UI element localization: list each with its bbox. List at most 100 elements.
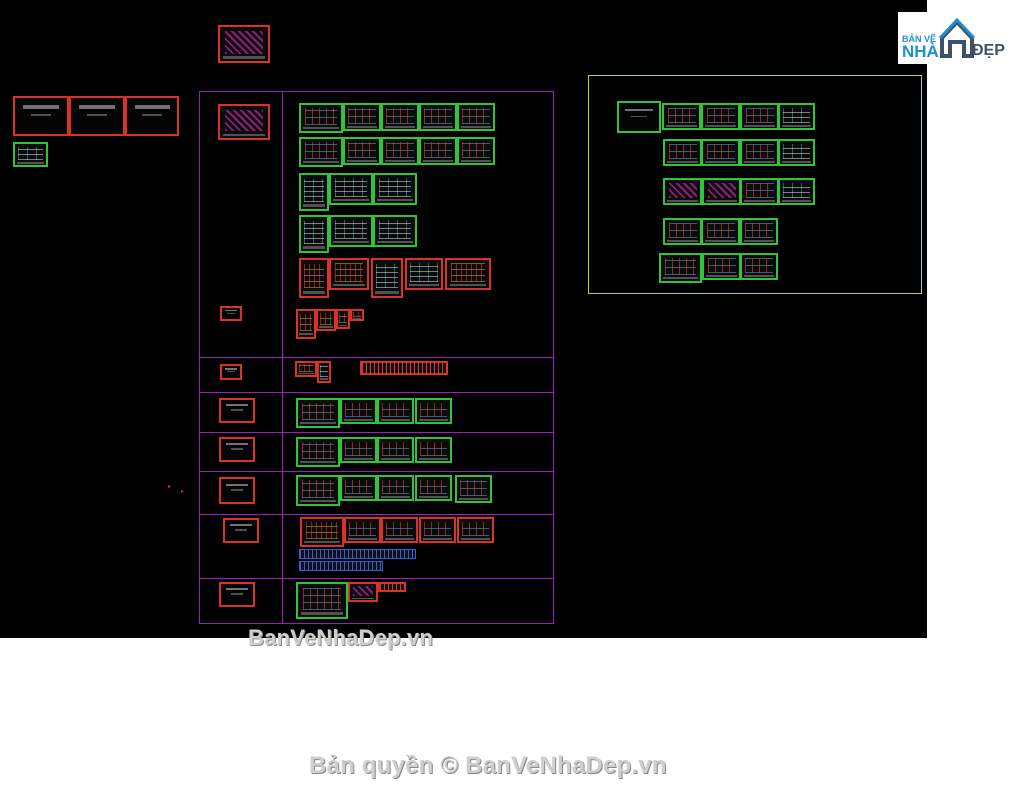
drawing-group-secondary (588, 75, 922, 294)
drawing-sheet[interactable] (663, 139, 702, 166)
drawing-sheet[interactable] (329, 258, 369, 290)
section-label-sheet[interactable] (219, 582, 255, 607)
cad-model-space[interactable]: ▸ ▸ (0, 0, 927, 638)
drawing-sheet[interactable] (373, 173, 417, 205)
drawing-sheet[interactable] (340, 398, 377, 424)
drawing-sheet[interactable] (457, 103, 495, 131)
drawing-sheet[interactable] (778, 178, 815, 205)
group-divider (199, 578, 554, 579)
drawing-sheet[interactable] (778, 103, 815, 130)
section-label-sheet[interactable] (220, 364, 242, 380)
group-cover-sheet[interactable] (617, 101, 661, 133)
drawing-sheet[interactable] (300, 517, 344, 547)
detail-sheet[interactable] (348, 582, 378, 602)
drawing-sheet[interactable] (445, 258, 491, 290)
detail-sheet[interactable] (296, 309, 316, 339)
drawing-sheet[interactable] (701, 139, 740, 166)
detail-sheet[interactable] (295, 361, 317, 377)
drawing-sheet[interactable] (343, 103, 381, 131)
copyright-watermark: Bản quyền © BanVeNhaDep.vn (309, 752, 667, 779)
cover-sheet[interactable] (69, 96, 125, 136)
drawing-sheet[interactable] (381, 517, 418, 543)
drawing-sheet[interactable] (701, 218, 740, 245)
drawing-sheet[interactable] (343, 137, 381, 165)
logo-text-right: ĐẸP (972, 42, 1005, 59)
detail-sheet[interactable] (336, 309, 350, 329)
drawing-sheet[interactable] (373, 215, 417, 247)
section-label-sheet[interactable] (219, 437, 255, 462)
drawing-sheet[interactable] (419, 137, 457, 165)
drawing-sheet[interactable] (299, 173, 329, 211)
marker: ▸ (168, 484, 172, 490)
drawing-sheet[interactable] (415, 398, 452, 424)
drawing-sheet[interactable] (299, 215, 329, 253)
drawing-sheet[interactable] (329, 215, 373, 247)
drawing-sheet[interactable] (740, 253, 778, 280)
group-divider-vertical (282, 357, 283, 623)
drawing-sheet[interactable] (340, 437, 377, 463)
group-divider (199, 471, 554, 472)
detail-strip[interactable] (299, 561, 383, 571)
drawing-sheet[interactable] (405, 258, 443, 290)
drawing-sheet[interactable] (381, 137, 419, 165)
section-cover-sheet[interactable] (218, 104, 270, 140)
drawing-sheet[interactable] (740, 103, 779, 130)
drawing-sheet[interactable] (419, 517, 456, 543)
drawing-sheet[interactable] (455, 475, 492, 503)
drawing-sheet[interactable] (701, 103, 740, 130)
group-divider (199, 357, 554, 358)
detail-sheet[interactable] (317, 361, 331, 383)
group-divider (199, 514, 554, 515)
drawing-sheet[interactable] (377, 475, 414, 501)
drawing-sheet[interactable] (659, 253, 702, 283)
drawing-sheet[interactable] (415, 475, 452, 501)
marker: ▸ (181, 489, 185, 495)
drawing-sheet[interactable] (415, 437, 452, 463)
drawing-sheet[interactable] (299, 103, 343, 133)
drawing-sheet[interactable] (344, 517, 381, 543)
drawing-sheet[interactable] (296, 398, 340, 428)
drawing-sheet[interactable] (377, 398, 414, 424)
section-label-sheet[interactable] (223, 518, 259, 543)
logo-text-top: BẢN VẼ (902, 34, 937, 44)
detail-strip[interactable] (378, 582, 406, 592)
drawing-sheet[interactable] (340, 475, 377, 501)
drawing-sheet[interactable] (740, 139, 779, 166)
preview-sheet[interactable] (218, 25, 270, 63)
detail-strip[interactable] (360, 361, 448, 375)
section-label-sheet[interactable] (219, 477, 255, 504)
drawing-sheet[interactable] (663, 218, 702, 245)
drawing-sheet[interactable] (296, 582, 348, 619)
drawing-sheet[interactable] (419, 103, 457, 131)
section-label-sheet[interactable] (220, 306, 242, 321)
drawing-sheet[interactable] (299, 137, 343, 167)
drawing-sheet[interactable] (296, 437, 340, 467)
detail-sheet[interactable] (350, 309, 364, 321)
drawing-sheet[interactable] (371, 258, 403, 298)
drawing-sheet[interactable] (778, 139, 815, 166)
drawing-sheet[interactable] (377, 437, 414, 463)
group-divider (199, 392, 554, 393)
drawing-sheet[interactable] (702, 253, 741, 280)
group-divider-vertical (282, 91, 283, 357)
detail-strip[interactable] (299, 549, 416, 559)
drawing-sheet[interactable] (663, 178, 702, 205)
drawing-sheet[interactable] (702, 178, 741, 205)
cover-sheet[interactable] (13, 96, 69, 136)
drawing-sheet[interactable] (457, 517, 494, 543)
drawing-sheet[interactable] (296, 475, 340, 506)
drawing-sheet[interactable] (299, 258, 329, 298)
detail-sheet[interactable] (316, 309, 336, 331)
drawing-sheet[interactable] (662, 103, 701, 130)
drawing-sheet[interactable] (329, 173, 373, 205)
drawing-sheet[interactable] (381, 103, 419, 131)
cover-sheet[interactable] (125, 96, 179, 136)
drawing-sheet[interactable] (740, 178, 779, 205)
index-sheet[interactable] (13, 142, 48, 167)
house-icon (938, 17, 976, 58)
logo-text-main: NHÀ (902, 42, 939, 61)
drawing-sheet[interactable] (457, 137, 495, 165)
drawing-sheet[interactable] (740, 218, 778, 245)
section-label-sheet[interactable] (219, 398, 255, 423)
group-divider (199, 432, 554, 433)
